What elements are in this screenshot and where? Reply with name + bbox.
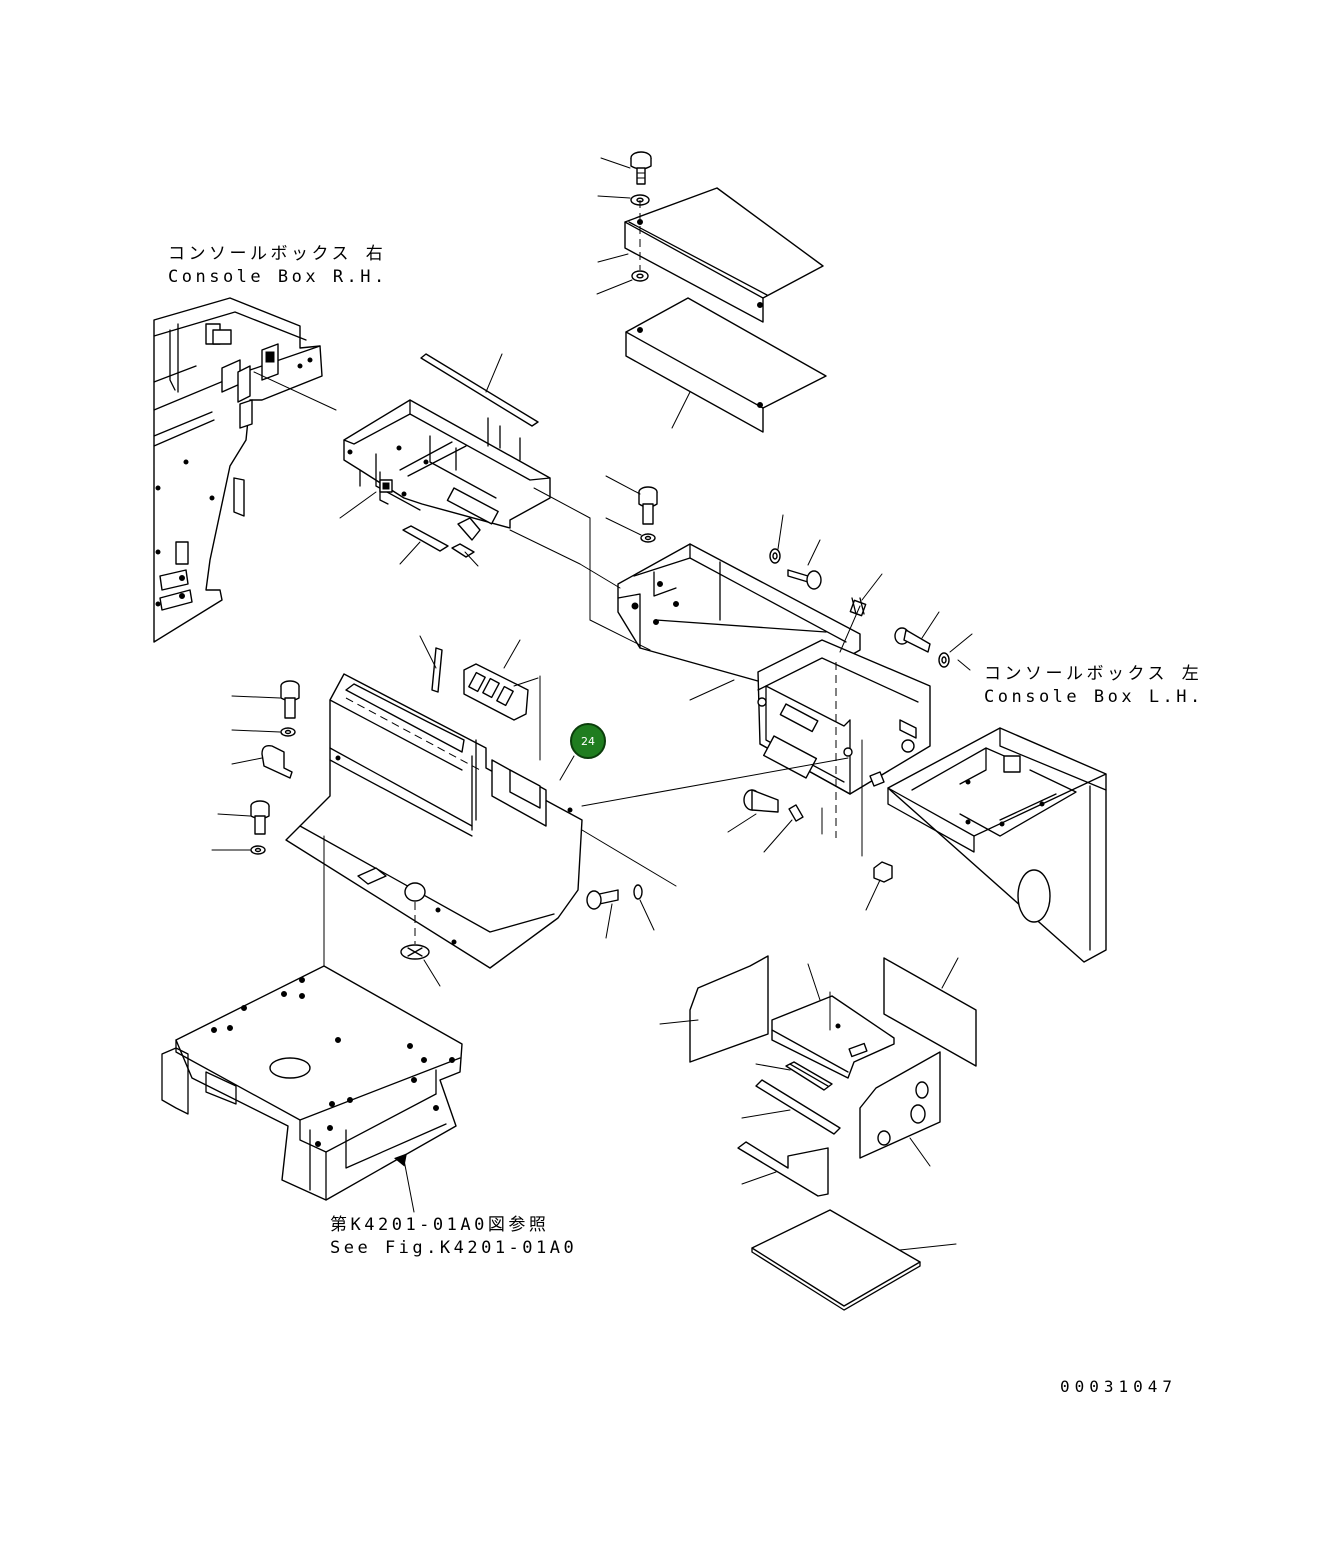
bracket-small-bar-b [451,517,481,567]
top-lower-washer [596,270,649,295]
bracket-small-bar-a [399,525,449,565]
switch-block [463,639,539,721]
washer-left-a [231,727,296,737]
bracket-assembly [339,399,551,529]
top-cover-plate [597,187,824,323]
handle-bar [755,1061,833,1091]
strip-plate [741,1079,841,1135]
clip-right [849,573,883,617]
floor-frame [161,965,463,1213]
see-fig-en-label: See Fig.K4201-01A0 [330,1238,578,1258]
bolt-bottom [586,884,655,939]
console-box-rh-en-label: Console Box R.H. [168,267,388,287]
side-plate-left [659,955,769,1063]
mat-plate [751,1209,957,1311]
rail-bar [420,353,539,427]
top-knob-screw [600,151,652,185]
washer-right-a [769,514,784,564]
bolt-left-b [217,800,270,835]
side-plate-right [883,957,977,1067]
center-bracket [771,963,895,1079]
callout-24[interactable]: 24 [570,723,606,759]
panel-oval-cap [400,944,441,987]
bolt-right-a [787,539,822,590]
console-box-lh [887,727,1107,963]
washer-tray [605,517,656,543]
clamp-left [231,744,293,779]
see-fig-jp-label: 第K4201-01A0図参照 [330,1215,550,1235]
bolt-tray [605,475,658,525]
panel-rod [419,635,443,693]
bolt-right-b [894,611,940,653]
top-washer [597,194,650,206]
front-panel [285,673,849,969]
l-shaped-plate [737,1141,829,1197]
washer-left-b [211,845,266,855]
console-box-lh-jp-label: コンソールボックス 左 [984,664,1203,684]
console-box-rh [153,297,323,643]
drawing-number: 00031047 [1060,1377,1178,1396]
connector-lh [727,789,823,853]
sub-cover-plate [625,297,827,433]
side-panel-holes [859,1051,941,1167]
console-box-lh-en-label: Console Box L.H. [984,687,1204,707]
washer-right-b [938,633,973,668]
console-box-rh-jp-label: コンソールボックス 右 [168,244,387,264]
nut-lh [861,739,893,911]
bolt-left-a [231,680,300,719]
switch-housing [757,639,931,838]
